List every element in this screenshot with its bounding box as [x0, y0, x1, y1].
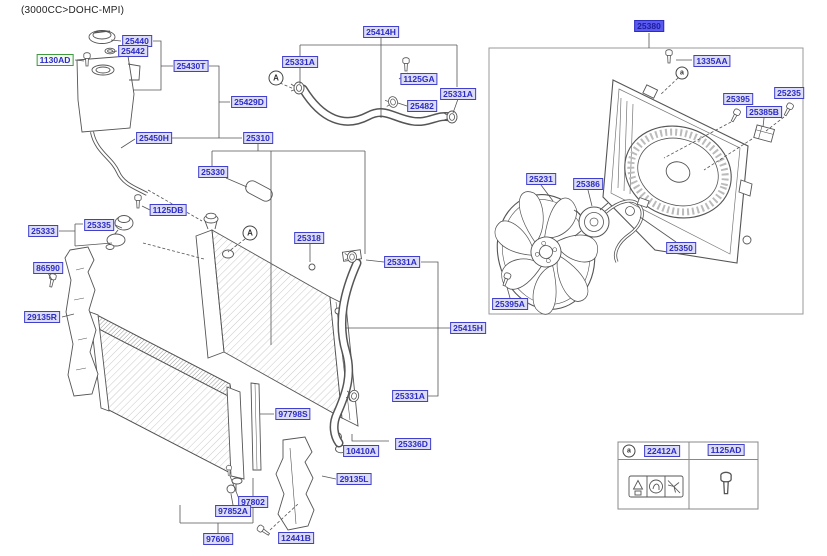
part-label-25310[interactable]: 25310: [243, 132, 273, 144]
upper-hose-art: [290, 81, 458, 127]
part-label-25386[interactable]: 25386: [573, 178, 603, 190]
part-label-25231[interactable]: 25231: [526, 173, 556, 185]
part-label-25333[interactable]: 25333: [28, 225, 58, 237]
condenser-art: [89, 311, 245, 494]
part-label-25331a[interactable]: 25331A: [440, 88, 476, 100]
part-label-25331a[interactable]: 25331A: [282, 56, 318, 68]
part-label-25450h[interactable]: 25450H: [136, 132, 172, 144]
fan-motor-art: [573, 197, 650, 263]
part-label-25415h[interactable]: 25415H: [450, 322, 486, 334]
resistor-art: [753, 124, 776, 143]
fan-blade-art: [494, 191, 598, 315]
part-label-25350[interactable]: 25350: [666, 242, 696, 254]
part-label-25331a[interactable]: 25331A: [384, 256, 420, 268]
reservoir-tank-art: [76, 30, 148, 196]
part-label-25335[interactable]: 25335: [84, 219, 114, 231]
part-label-25482[interactable]: 25482: [407, 100, 437, 112]
part-label-29135r[interactable]: 29135R: [24, 311, 60, 323]
lower-hose-art: [329, 249, 362, 448]
fan-assembly-box: [488, 47, 804, 315]
part-label-97606[interactable]: 97606: [203, 533, 233, 545]
page-title: (3000CC>DOHC-MPI): [21, 5, 125, 16]
part-label-1335aa[interactable]: 1335AA: [693, 55, 731, 67]
part-label-1130ad[interactable]: 1130AD: [36, 54, 74, 66]
part-label-97852a[interactable]: 97852A: [215, 505, 251, 517]
part-label-25336d[interactable]: 25336D: [395, 438, 431, 450]
part-label-25385b[interactable]: 25385B: [746, 106, 782, 118]
part-label-1125ga[interactable]: 1125GA: [400, 73, 438, 85]
part-label-12441b[interactable]: 12441B: [278, 532, 314, 544]
part-label-22412a[interactable]: 22412A: [644, 445, 680, 457]
part-label-25380[interactable]: 25380: [634, 20, 664, 32]
part-label-29135l[interactable]: 29135L: [336, 473, 372, 485]
part-label-25414h[interactable]: 25414H: [363, 26, 399, 38]
fan-shroud-art: [602, 79, 753, 264]
part-label-25330[interactable]: 25330: [198, 166, 228, 178]
mounting-bracket-art: [105, 215, 134, 250]
part-label-1125db[interactable]: 1125DB: [149, 204, 187, 216]
part-label-10410a[interactable]: 10410A: [343, 445, 379, 457]
part-label-25331a[interactable]: 25331A: [392, 390, 428, 402]
callout-marker-A: A: [242, 225, 258, 241]
leader-lines: [47, 33, 765, 534]
callout-marker-A: A: [268, 70, 284, 86]
part-label-25429d[interactable]: 25429D: [231, 96, 267, 108]
callout-marker-a: a: [622, 444, 636, 458]
callout-marker-a: a: [675, 66, 689, 80]
part-label-86590[interactable]: 86590: [33, 262, 63, 274]
part-label-1125ad[interactable]: 1125AD: [707, 444, 745, 456]
caution-label-icon: [628, 475, 684, 498]
part-label-25318[interactable]: 25318: [294, 232, 324, 244]
part-label-25395[interactable]: 25395: [723, 93, 753, 105]
part-label-25235[interactable]: 25235: [774, 87, 804, 99]
part-label-97798s[interactable]: 97798S: [275, 408, 311, 420]
part-label-25395a[interactable]: 25395A: [492, 298, 528, 310]
part-label-25442[interactable]: 25442: [118, 45, 148, 57]
air-guard-art: [64, 246, 315, 531]
part-label-25430t[interactable]: 25430T: [173, 60, 209, 72]
